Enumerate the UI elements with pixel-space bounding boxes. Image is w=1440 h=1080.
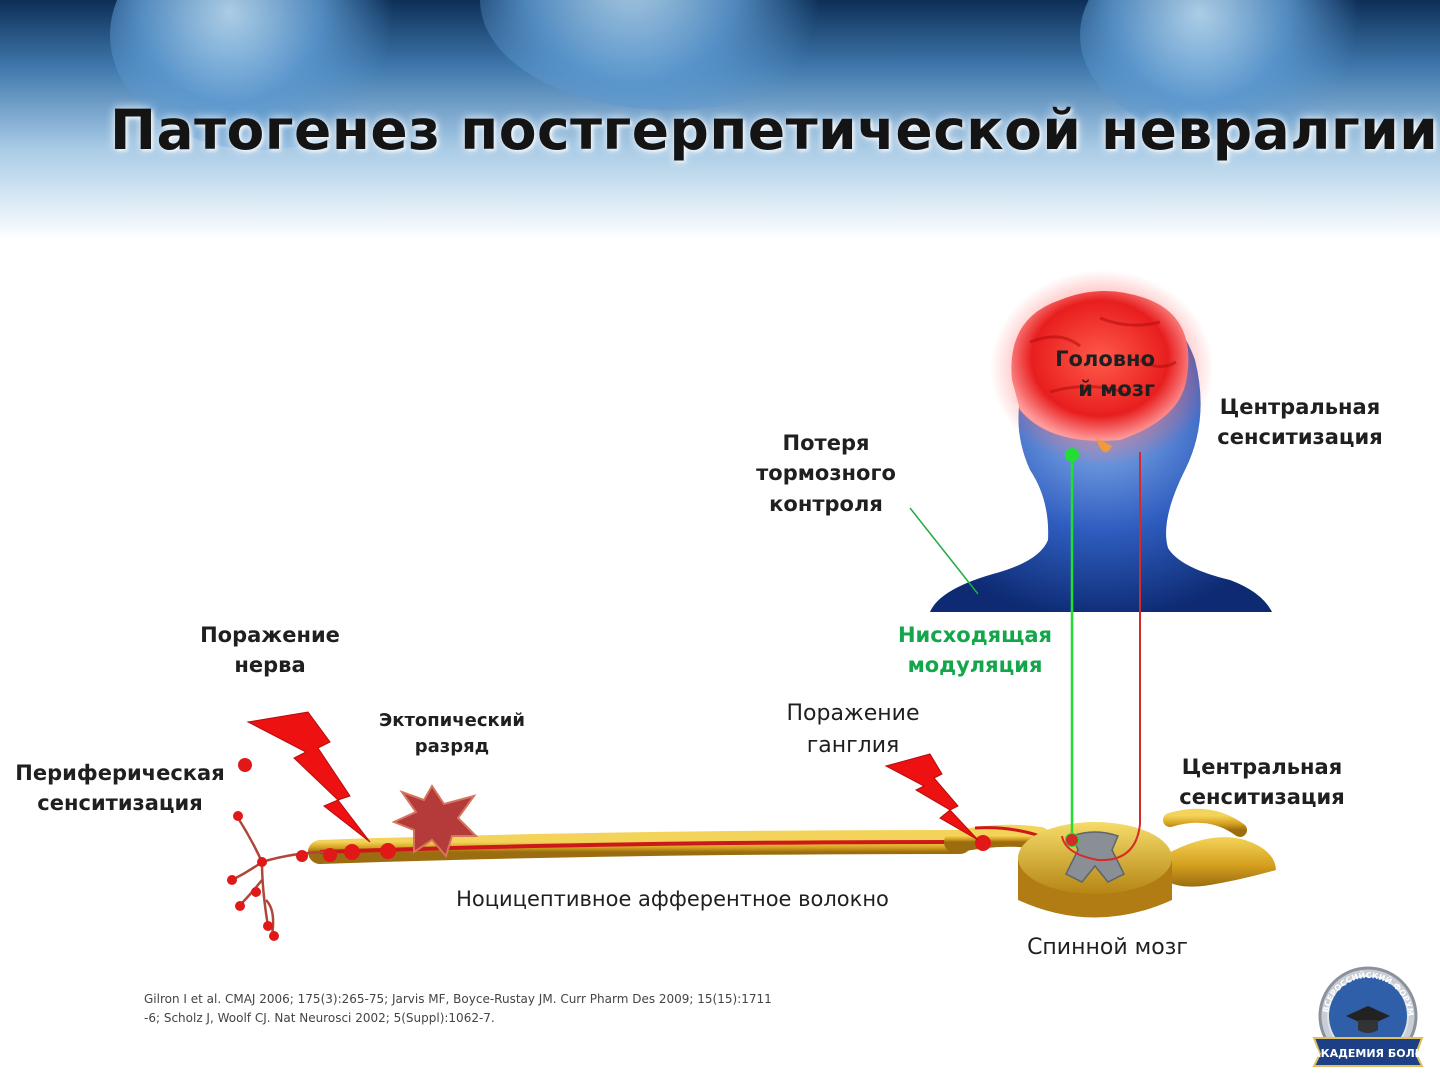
peripheral-branches bbox=[231, 817, 331, 936]
nociceptive-fiber bbox=[308, 830, 972, 864]
label-ectopic-discharge: Эктопический разряд bbox=[379, 710, 525, 758]
leader-line bbox=[909, 507, 979, 595]
lightning-ganglion-icon bbox=[884, 753, 979, 841]
reference-line: Gilron I et al. CMAJ 2006; 175(3):265-75… bbox=[144, 992, 772, 1006]
label-brain: Головно й мозг bbox=[1055, 347, 1155, 402]
spinal-cord-section bbox=[1018, 822, 1172, 918]
label-ganglion-damage: Поражение ганглия bbox=[786, 701, 920, 758]
slide-title: Патогенез постгерпетической невралгии bbox=[110, 98, 1439, 162]
label-loss-inhibitory-control: Потеря тормозного контроля bbox=[756, 431, 896, 516]
label-central-sensitization-bottom: Центральная сенситизация bbox=[1179, 755, 1345, 810]
label-nociceptive-fiber: Ноцицептивное афферентное волокно bbox=[456, 887, 889, 911]
ascending-pathway bbox=[1061, 452, 1141, 862]
label-spinal-cord: Спинной мозг bbox=[1027, 935, 1188, 960]
forum-logo: ВСЕРОССИЙСКИЙ ФОРУМ АКАДЕМИЯ БОЛИ bbox=[1312, 966, 1424, 1067]
label-central-sensitization-top: Центральная сенситизация bbox=[1217, 395, 1383, 450]
label-descending-modulation: Нисходящая модуляция bbox=[897, 623, 1053, 678]
label-peripheral-sensitization: Периферическая сенситизация bbox=[15, 761, 225, 816]
references: Gilron I et al. CMAJ 2006; 175(3):265-75… bbox=[144, 990, 844, 1027]
lightning-nerve-icon bbox=[246, 711, 371, 843]
spinal-nerves bbox=[944, 808, 1276, 887]
ectopic-discharge-icon bbox=[391, 784, 479, 859]
brain-icon bbox=[990, 270, 1214, 466]
graduation-cap-icon bbox=[1346, 1006, 1390, 1026]
sensitized-nerve-endings bbox=[227, 758, 360, 941]
ganglion-damage-marker bbox=[975, 835, 991, 851]
reference-line: -6; Scholz J, Woolf CJ. Nat Neurosci 200… bbox=[144, 1010, 495, 1025]
label-nerve-damage: Поражение нерва bbox=[200, 623, 340, 678]
nerve-damage-marker bbox=[380, 843, 396, 859]
header-banner bbox=[0, 0, 1440, 240]
logo-ribbon-text: АКАДЕМИЯ БОЛИ bbox=[1312, 1047, 1424, 1060]
